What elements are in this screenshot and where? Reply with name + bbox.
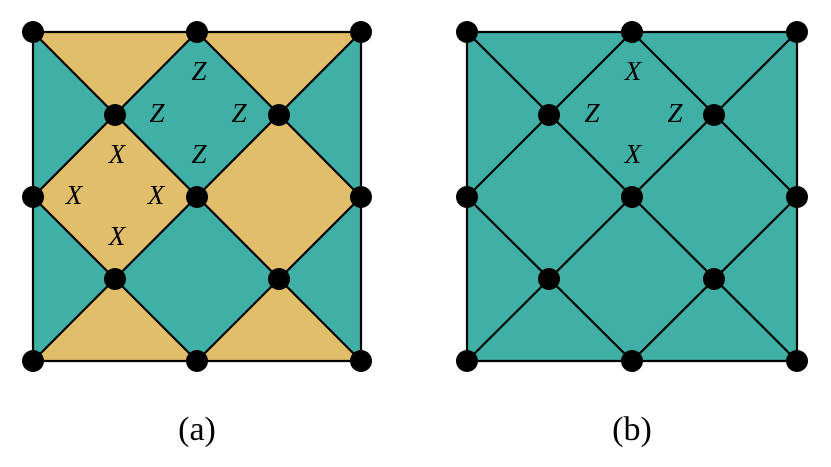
vertex	[22, 350, 44, 372]
face-bottom-right-gold	[197, 279, 361, 361]
vertex	[456, 350, 478, 372]
vertex	[456, 186, 478, 208]
z-operator-right: Z	[667, 98, 683, 128]
vertex	[456, 21, 478, 43]
z-operator-bottom: Z	[191, 139, 207, 169]
vertex	[104, 268, 126, 290]
panel-b-vertices	[456, 21, 808, 372]
vertex	[350, 186, 372, 208]
z-operator-top: Z	[191, 56, 207, 86]
vertex	[621, 186, 643, 208]
vertex	[186, 186, 208, 208]
z-operator-left: Z	[149, 98, 165, 128]
vertex	[786, 21, 808, 43]
x-operator-bottom: X	[108, 221, 127, 251]
z-operator-left: Z	[584, 98, 600, 128]
panel-a: Z Z Z Z X X X X (a)	[22, 21, 372, 448]
vertex	[538, 268, 560, 290]
vertex	[350, 350, 372, 372]
vertex	[350, 21, 372, 43]
panel-a-caption: (a)	[178, 411, 216, 448]
face-top-right-gold	[197, 32, 361, 115]
x-operator-bottom: X	[624, 139, 643, 169]
panel-a-operator-labels: Z Z Z Z X X X X	[65, 56, 248, 251]
vertex	[538, 104, 560, 126]
z-operator-right: Z	[231, 98, 247, 128]
vertex	[621, 350, 643, 372]
vertex	[186, 350, 208, 372]
vertex	[268, 104, 290, 126]
vertex	[268, 268, 290, 290]
face-left-top-teal	[33, 32, 115, 197]
vertex	[703, 104, 725, 126]
panel-b: X Z Z X (b)	[456, 21, 808, 448]
face-right-bottom-teal	[279, 197, 361, 361]
panel-b-caption: (b)	[612, 411, 652, 448]
x-operator-top: X	[108, 139, 127, 169]
vertex	[186, 21, 208, 43]
panel-b-operator-labels: X Z Z X	[584, 56, 683, 169]
vertex	[703, 268, 725, 290]
x-operator-top: X	[624, 56, 643, 86]
x-operator-left: X	[65, 180, 84, 210]
x-operator-right: X	[147, 180, 166, 210]
vertex	[786, 350, 808, 372]
vertex	[22, 186, 44, 208]
face-right-top-teal	[279, 32, 361, 197]
vertex	[104, 104, 126, 126]
vertex	[22, 21, 44, 43]
vertex	[786, 186, 808, 208]
face-left-bottom-teal	[33, 197, 115, 361]
face-bottom-left-gold	[33, 279, 197, 361]
vertex	[621, 21, 643, 43]
panel-a-vertices	[22, 21, 372, 372]
face-top-left-gold	[33, 32, 197, 115]
